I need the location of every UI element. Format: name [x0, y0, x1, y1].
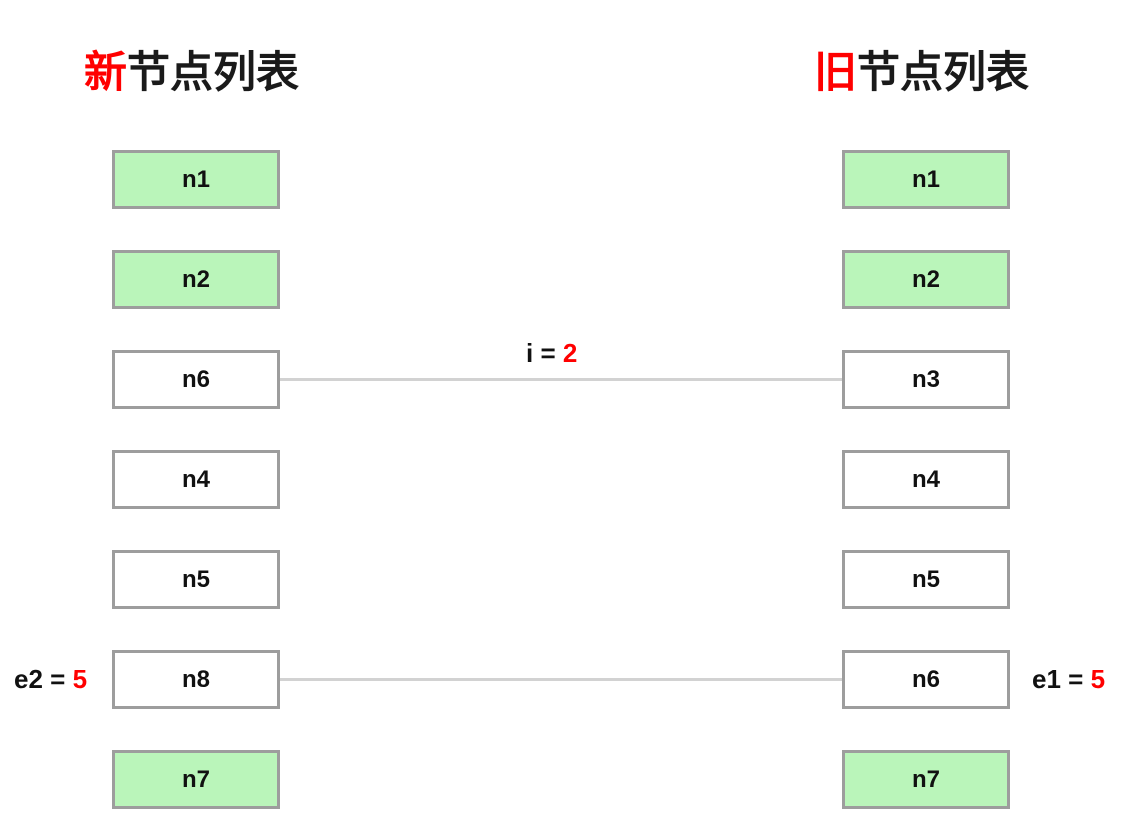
node-label: n4: [181, 465, 210, 493]
node-label: n7: [181, 765, 210, 793]
end-old-pointer-label: e1 = 5: [1026, 664, 1112, 694]
end-new-pointer-name: e2: [14, 664, 43, 694]
node-right-2[interactable]: n3: [842, 350, 1010, 409]
node-right-5[interactable]: n6: [842, 650, 1010, 709]
node-right-1[interactable]: n2: [842, 250, 1010, 309]
node-label: n2: [181, 265, 210, 293]
end-new-pointer-eq: =: [42, 664, 73, 694]
node-left-0[interactable]: n1: [112, 150, 280, 209]
node-label: n1: [181, 165, 210, 193]
node-label: n5: [181, 565, 210, 593]
node-label: n2: [911, 265, 940, 293]
node-label: n3: [911, 365, 940, 393]
node-left-5[interactable]: n8: [112, 650, 280, 709]
node-left-1[interactable]: n2: [112, 250, 280, 309]
node-left-4[interactable]: n5: [112, 550, 280, 609]
end-old-pointer-eq: =: [1060, 664, 1091, 694]
node-right-0[interactable]: n1: [842, 150, 1010, 209]
index-pointer-value: 2: [562, 338, 578, 368]
node-label: n6: [181, 365, 210, 393]
node-right-3[interactable]: n4: [842, 450, 1010, 509]
node-label: n5: [911, 565, 940, 593]
node-right-6[interactable]: n7: [842, 750, 1010, 809]
index-pointer-eq: =: [533, 338, 563, 368]
node-label: n8: [181, 665, 210, 693]
right-title-highlight: 旧: [814, 49, 857, 97]
node-left-2[interactable]: n6: [112, 350, 280, 409]
right-column-title: 旧节点列表: [814, 52, 1029, 95]
node-label: n1: [911, 165, 940, 193]
left-title-rest: 节点列表: [127, 49, 299, 97]
node-label: n7: [911, 765, 940, 793]
connector-line-end: [280, 678, 842, 681]
end-new-pointer-value: 5: [72, 664, 88, 694]
left-title-highlight: 新: [84, 49, 127, 97]
end-new-pointer-label: e2 = 5: [8, 664, 94, 694]
left-column-title: 新节点列表: [84, 52, 299, 95]
right-title-rest: 节点列表: [857, 49, 1029, 97]
node-left-6[interactable]: n7: [112, 750, 280, 809]
connector-line-index: [280, 378, 842, 381]
end-old-pointer-name: e1: [1032, 664, 1061, 694]
node-left-3[interactable]: n4: [112, 450, 280, 509]
index-pointer-label: i = 2: [520, 338, 584, 368]
node-label: n6: [911, 665, 940, 693]
node-right-4[interactable]: n5: [842, 550, 1010, 609]
index-pointer-name: i: [526, 338, 534, 368]
end-old-pointer-value: 5: [1090, 664, 1106, 694]
node-label: n4: [911, 465, 940, 493]
